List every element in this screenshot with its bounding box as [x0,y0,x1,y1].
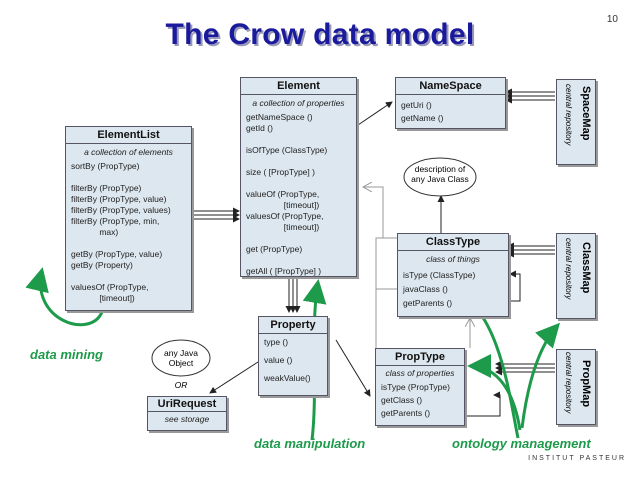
or-label: OR [174,380,188,390]
proptype-class-name: PropType [376,349,464,366]
ontology-management-label: ontology management [452,436,591,451]
element-member: get (PropType) [246,244,303,254]
proptype-class-box: PropType class of properties isType (Pro… [375,348,465,426]
element-class-subtitle: a collection of properties [252,98,345,108]
element-member [246,255,351,266]
slide-title: The Crow data model [165,18,475,51]
element-member [246,178,351,189]
java-object-note: any Java Object [163,348,199,368]
elementlist-members: sortBy (PropType) filterBy (PropType)fil… [66,159,191,306]
element-member: getId () [246,123,273,133]
namespace-member: getUri () [401,100,432,110]
classmap-desc: central repository [564,238,573,300]
propmap-name: PropMap [580,360,592,408]
property-member: weakValue() [264,373,311,383]
element-member: valuesOf (PropType, [246,211,324,221]
elementlist-member: getBy (Property) [71,260,133,270]
namespace-members: getUri () getName () [396,95,505,127]
proptype-members: isType (PropType) getClass () getParents (… [376,379,464,422]
java-class-note: description of any Java Class [411,164,469,184]
element-members: getNameSpace ()getId () isOfType (ClassT… [241,110,356,279]
spacemap-box: SpaceMap central repository [556,79,596,165]
elementlist-member: valuesOf (PropType, [71,282,149,292]
propmap-box: PropMap central repository [556,349,596,425]
page-number: 10 [606,14,618,25]
property-member: value () [264,355,293,365]
elementlist-member [71,238,186,249]
element-member: [timeout]) [246,222,320,232]
elementlist-member: filterBy (PropType) [71,183,142,193]
elementlist-member: [timeout]) [71,293,135,303]
data-manipulation-label: data manipulation [254,436,366,451]
elementlist-member: filterBy (PropType, value) [71,194,167,204]
institut-pasteur-logo: INSTITUT PASTEUR [528,455,626,462]
property-class-name: Property [259,317,327,334]
classtype-class-box: ClassType class of things isType (ClassT… [397,233,509,317]
namespace-class-name: NameSpace [396,78,505,95]
urirequest-class-name: UriRequest [148,397,226,412]
spacemap-name: SpaceMap [580,86,592,141]
element-member: size ( [PropType] ) [246,167,315,177]
property-class-box: Property type () value () weakValue() [258,316,328,396]
urirequest-class-box: UriRequest see storage [147,396,227,431]
element-member: isOfType (ClassType) [246,145,328,155]
proptype-member: getParents () [381,408,431,418]
urirequest-class-subtitle: see storage [164,414,210,424]
proptype-member: getClass () [381,395,423,405]
element-member [246,156,351,167]
classtype-class-subtitle: class of things [426,254,480,264]
proptype-member: isType (PropType) [381,382,450,392]
elementlist-class-box: ElementList a collection of elements sor… [65,126,192,311]
elementlist-member [71,172,186,183]
elementlist-member: sortBy (PropType) [71,161,140,171]
classtype-members: isType (ClassType) javaClass () getParents… [398,266,508,312]
classtype-member: getParents () [403,298,453,308]
proptype-class-subtitle: class of properties [385,368,455,378]
classtype-member: javaClass () [403,284,448,294]
classmap-name: ClassMap [580,242,592,294]
classtype-class-name: ClassType [398,234,508,251]
classmap-box: ClassMap central repository [556,233,596,319]
data-mining-label: data mining [30,347,103,362]
elementlist-member: getBy (PropType, value) [71,249,163,259]
element-member: [timeout]) [246,200,320,210]
element-member: getNameSpace () [246,112,313,122]
elementlist-member: max) [71,227,119,237]
property-members: type () value () weakValue() [259,334,327,385]
namespace-class-box: NameSpace getUri () getName () [395,77,506,129]
element-member [246,233,351,244]
elementlist-class-subtitle: a collection of elements [84,147,173,157]
property-member: type () [264,337,289,347]
spacemap-desc: central repository [564,84,573,146]
propmap-desc: central repository [564,352,573,414]
element-class-box: Element a collection of properties getNa… [240,77,357,277]
elementlist-member: filterBy (PropType, min, [71,216,160,226]
elementlist-member: filterBy (PropType, values) [71,205,171,215]
elementlist-member [71,271,186,282]
element-member [246,134,351,145]
elementlist-class-name: ElementList [66,127,191,144]
classtype-member: isType (ClassType) [403,270,476,280]
namespace-member: getName () [401,113,444,123]
element-member: getAll ( [PropType] ) [246,266,322,276]
element-class-name: Element [241,78,356,95]
element-member: valueOf (PropType, [246,189,320,199]
